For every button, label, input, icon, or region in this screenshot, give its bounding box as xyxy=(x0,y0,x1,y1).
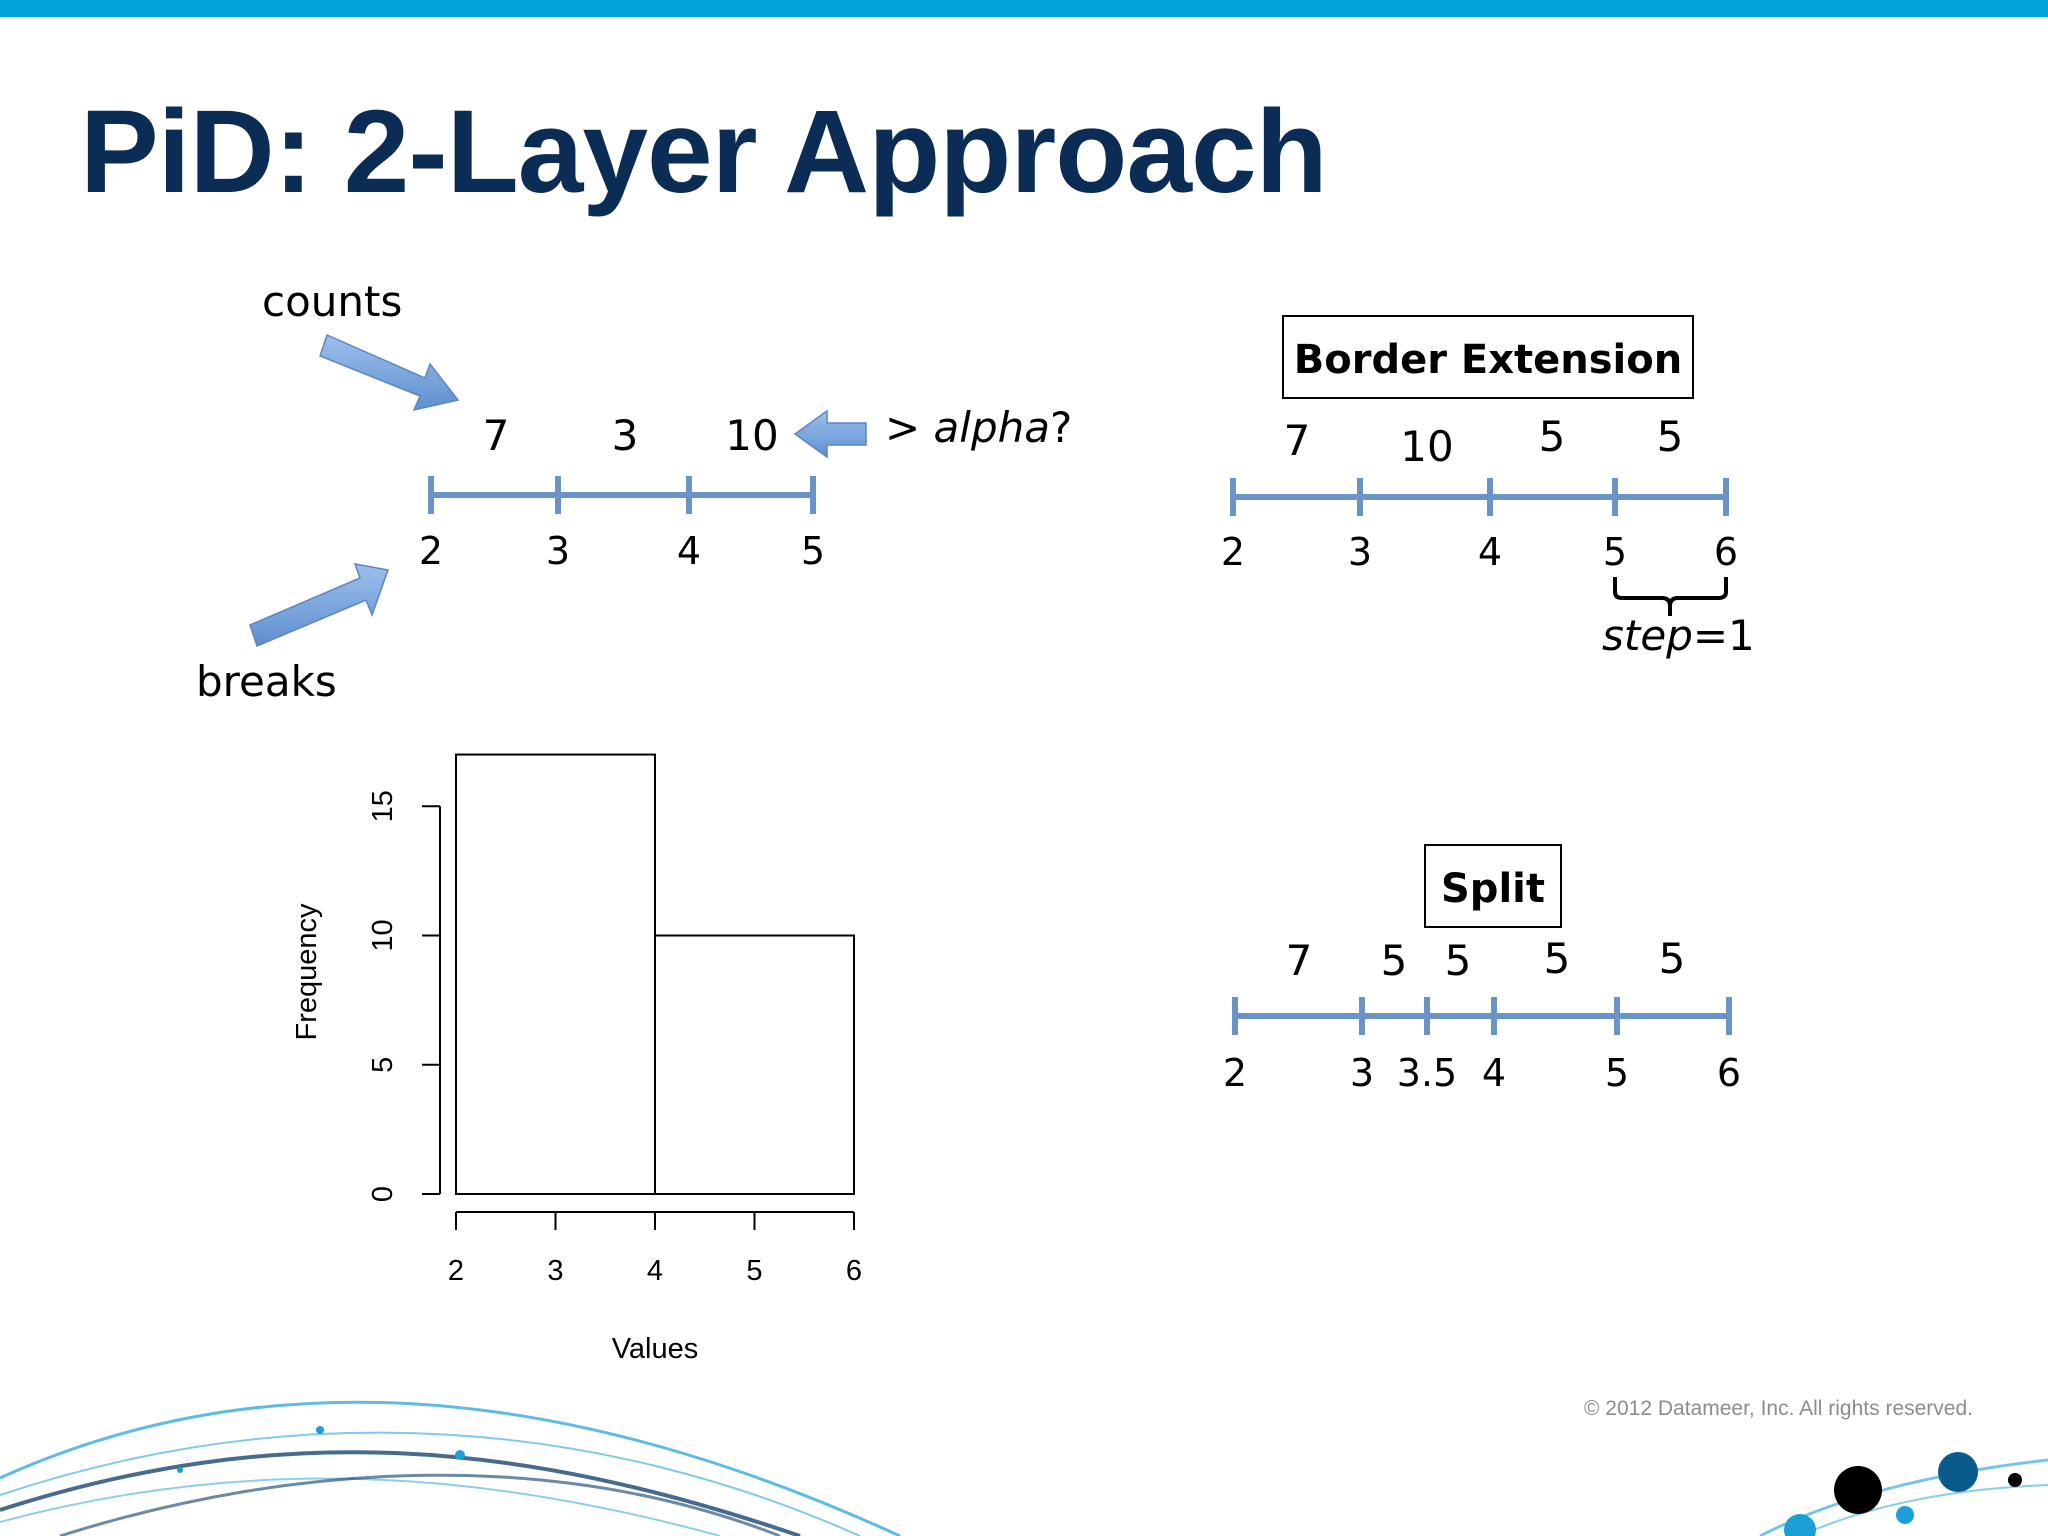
slide-title: PiD: 2-Layer Approach xyxy=(80,86,1328,218)
border-extension-break-label: 4 xyxy=(1478,530,1502,574)
layer1-count-label: 10 xyxy=(725,411,778,460)
counts-arrow-icon xyxy=(319,333,460,412)
breaks-arrow-icon xyxy=(249,563,390,648)
layer1-break-label: 3 xyxy=(546,529,570,573)
border-extension-count-label: 5 xyxy=(1657,412,1684,461)
split-count-label: 7 xyxy=(1286,936,1313,985)
layer1-diagram: counts breaks > alpha? 2 3 4 5 7 3 10 xyxy=(196,277,1072,706)
histogram-x-axis-title: Values xyxy=(612,1333,699,1365)
split-break-label: 4 xyxy=(1482,1051,1506,1095)
layer1-count-label: 7 xyxy=(483,411,510,460)
border-extension-break-label: 3 xyxy=(1348,530,1372,574)
border-extension-count-label: 7 xyxy=(1284,416,1311,465)
split-break-label: 3 xyxy=(1350,1051,1374,1095)
histogram-bar xyxy=(654,934,855,1195)
histogram-bar xyxy=(455,753,656,1195)
alpha-arrow-icon xyxy=(793,409,867,459)
border-extension-break-label: 2 xyxy=(1221,530,1245,574)
histogram-y-tick-label: 15 xyxy=(367,790,399,822)
copyright-notice: © 2012 Datameer, Inc. All rights reserve… xyxy=(1584,1397,1973,1420)
counts-label: counts xyxy=(262,277,402,326)
border-extension-count-label: 10 xyxy=(1400,422,1453,471)
histogram-y-tick-label: 10 xyxy=(367,919,399,951)
histogram-x-tick-label: 2 xyxy=(448,1255,464,1287)
border-extension-box xyxy=(1282,315,1694,399)
alpha-label: > alpha? xyxy=(885,403,1072,452)
top-accent-bar xyxy=(0,0,2048,17)
split-break-label: 6 xyxy=(1717,1051,1741,1095)
split-count-label: 5 xyxy=(1659,934,1686,983)
border-extension-axis: 2 3 4 5 6 7 10 5 5 xyxy=(1221,412,1738,574)
histogram-x-tick-label: 3 xyxy=(547,1255,563,1287)
histogram-y-axis-title: Frequency xyxy=(291,903,323,1041)
split-count-label: 5 xyxy=(1544,934,1571,983)
layer1-count-label: 3 xyxy=(612,411,639,460)
decorative-dots xyxy=(177,1426,2022,1536)
border-extension-break-label: 6 xyxy=(1714,530,1738,574)
border-extension-diagram: Border Extension 2 3 4 5 6 7 10 5 5 step=1 xyxy=(1221,315,1755,660)
histogram-x-tick-label: 4 xyxy=(647,1255,663,1287)
decorative-swoosh xyxy=(0,1400,2048,1536)
split-title: Split xyxy=(1441,866,1545,912)
split-box xyxy=(1424,844,1562,928)
histogram-y-tick-label: 0 xyxy=(367,1186,399,1202)
layer1-break-label: 5 xyxy=(801,529,825,573)
split-break-label: 2 xyxy=(1223,1051,1247,1095)
border-extension-title: Border Extension xyxy=(1294,337,1682,383)
border-extension-count-label: 5 xyxy=(1539,412,1566,461)
layer1-axis: 2 3 4 5 7 3 10 xyxy=(419,411,825,573)
histogram-x-tick-label: 5 xyxy=(746,1255,762,1287)
split-count-label: 5 xyxy=(1445,936,1472,985)
layer1-break-label: 2 xyxy=(419,529,443,573)
histogram-x-tick-label: 6 xyxy=(846,1255,862,1287)
layer1-break-label: 4 xyxy=(677,529,701,573)
step-label: step=1 xyxy=(1602,611,1755,660)
breaks-label: breaks xyxy=(196,657,337,706)
step-brace xyxy=(1613,577,1728,616)
histogram-y-tick-label: 5 xyxy=(367,1057,399,1073)
split-count-label: 5 xyxy=(1381,936,1408,985)
split-break-label: 3.5 xyxy=(1397,1051,1457,1095)
border-extension-break-label: 5 xyxy=(1603,530,1627,574)
split-break-label: 5 xyxy=(1605,1051,1629,1095)
